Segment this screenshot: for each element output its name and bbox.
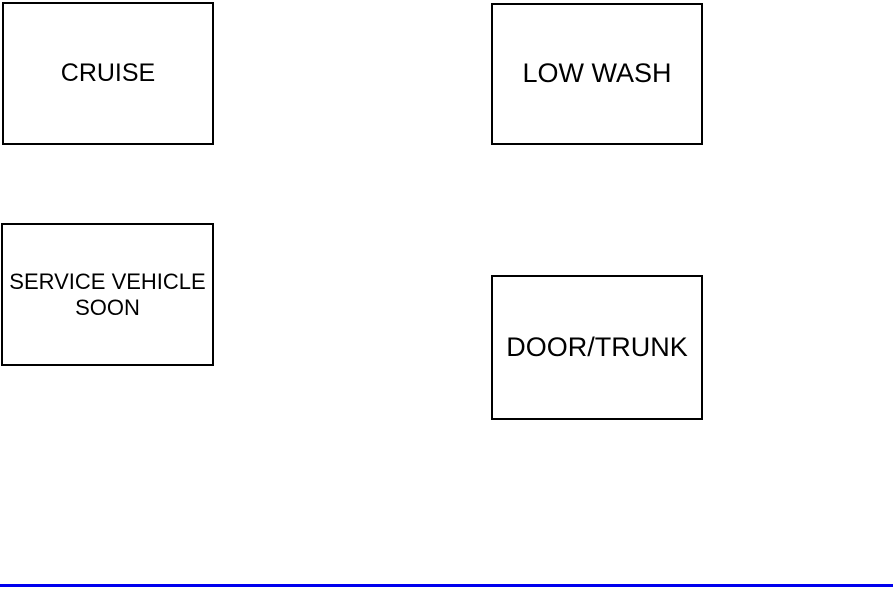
- indicator-box-cruise: CRUISE: [2, 2, 214, 145]
- indicator-label-low-wash: LOW WASH: [522, 58, 672, 89]
- indicator-box-service-vehicle-soon: SERVICE VEHICLE SOON: [1, 223, 214, 366]
- indicator-label-cruise: CRUISE: [60, 58, 156, 87]
- indicator-box-low-wash: LOW WASH: [491, 3, 703, 145]
- indicator-box-door-trunk: DOOR/TRUNK: [491, 275, 703, 420]
- indicator-label-door-trunk: DOOR/TRUNK: [506, 331, 688, 362]
- indicator-label-service-vehicle-soon: SERVICE VEHICLE SOON: [9, 268, 206, 320]
- footer-divider-rule: [0, 584, 893, 587]
